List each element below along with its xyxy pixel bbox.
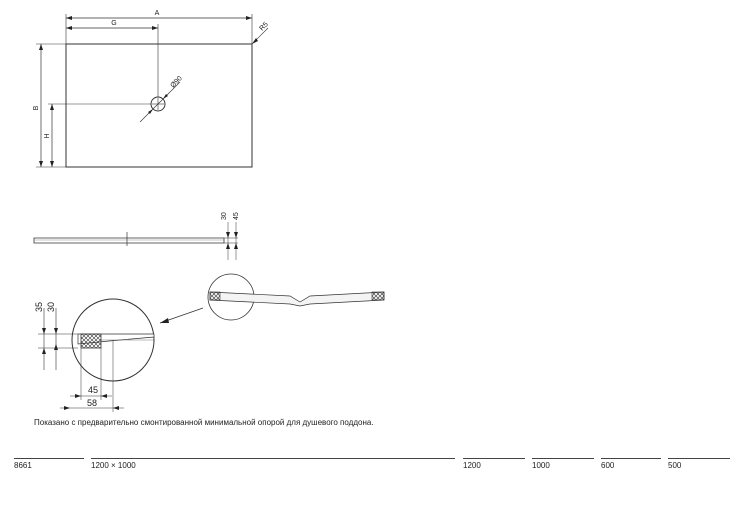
drain-diameter-label: Ø90 [169, 75, 183, 89]
tray-outline [65, 43, 253, 168]
spec-b: 1000 [532, 458, 594, 473]
section-profile-shape [209, 291, 385, 307]
side-dim-45: 45 [233, 212, 240, 220]
tray-side-profile [33, 237, 225, 244]
dim-g-label: G [111, 20, 116, 27]
dim-b-label: B [33, 105, 40, 110]
spec-a: 1200 [463, 458, 525, 473]
detail-dim-58: 58 [87, 398, 97, 408]
spec-code: 8661 [14, 458, 84, 473]
spec-size: 1200 × 1000 [91, 458, 455, 473]
side-view: 30 45 [33, 212, 240, 260]
r5-label: R5 [258, 21, 269, 32]
detail-support-hatch [80, 333, 102, 349]
installation-note: Показано с предварительно смонтированной… [34, 418, 374, 427]
detail-dim-35: 35 [34, 302, 44, 312]
spec-table-row: 8661 1200 × 1000 1200 1000 600 500 [0, 458, 750, 472]
spec-g: 600 [601, 458, 661, 473]
side-dim-30: 30 [221, 212, 228, 220]
top-view: A G R5 B H Ø90 [33, 10, 270, 168]
detail-view: 35 30 45 58 [34, 298, 155, 412]
detail-dim-30: 30 [46, 302, 56, 312]
detail-dim-45: 45 [88, 385, 98, 395]
technical-drawing: A G R5 B H Ø90 [33, 10, 385, 412]
section-profile [159, 273, 385, 324]
dim-h-label: H [44, 133, 51, 138]
dim-a-label: A [155, 10, 160, 17]
spec-h: 500 [668, 458, 730, 473]
